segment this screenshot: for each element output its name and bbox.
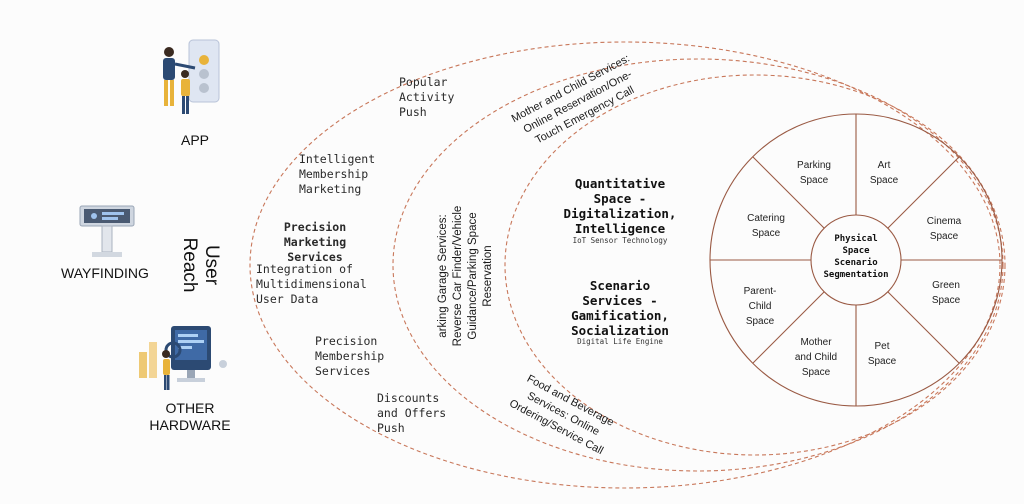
- wayfinding-label: WAYFINDING: [61, 265, 149, 281]
- middle-ring: [392, 58, 1004, 472]
- other-hardware-illustration: [139, 326, 227, 390]
- segment-art-space: Art Space: [869, 160, 899, 186]
- segment-parking-space: Parking Space: [797, 160, 831, 186]
- segment-parent-child-space: Parent- Child Space: [743, 286, 777, 327]
- digital-life-engine: Digital Life Engine: [577, 337, 663, 346]
- segment-mother-child-space: Mother and Child Space: [794, 337, 838, 378]
- inner-ring: [504, 74, 1006, 456]
- scenario-services: Scenario Services - Gamification, Social…: [571, 278, 669, 338]
- segment-pet-space: Pet Space: [867, 341, 897, 367]
- other-hardware-label-line1: OTHER: [165, 400, 215, 416]
- wayfinding-kiosk-illustration: [79, 205, 135, 257]
- integration-user-data: Integration of Multidimensional User Dat…: [256, 262, 367, 306]
- outer-ring: [249, 41, 1001, 489]
- precision-membership-services: Precision Membership Services: [315, 334, 385, 378]
- segment-cinema-space: Cinema Space: [926, 216, 962, 242]
- segment-catering-space: Catering Space: [747, 213, 785, 239]
- physical-space-segmentation: Physical Space Scenario Segmentation: [823, 234, 889, 280]
- app-label: APP: [180, 132, 209, 148]
- popular-activity-push: Popular Activity Push: [399, 75, 455, 119]
- quantitative-space: Quantitative Space - Digitalization, Int…: [563, 176, 677, 236]
- other-hardware-label-line2: HARDWARE: [149, 417, 231, 433]
- other-hardware-label: OTHER HARDWARE: [140, 400, 240, 434]
- app-illustration: [163, 39, 220, 114]
- discounts-offers-push: Discounts and Offers Push: [377, 391, 447, 435]
- iot-sensor-technology: IoT Sensor Technology: [572, 236, 668, 245]
- segment-green-space: Green Space: [931, 280, 961, 306]
- parking-garage-services: arking Garage Services: Reverse Car Find…: [437, 205, 494, 347]
- user-reach-label: User Reach: [179, 237, 222, 293]
- precision-marketing-services: Precision Marketing Services: [283, 220, 347, 264]
- intelligent-membership-marketing: Intelligent Membership Marketing: [299, 152, 376, 196]
